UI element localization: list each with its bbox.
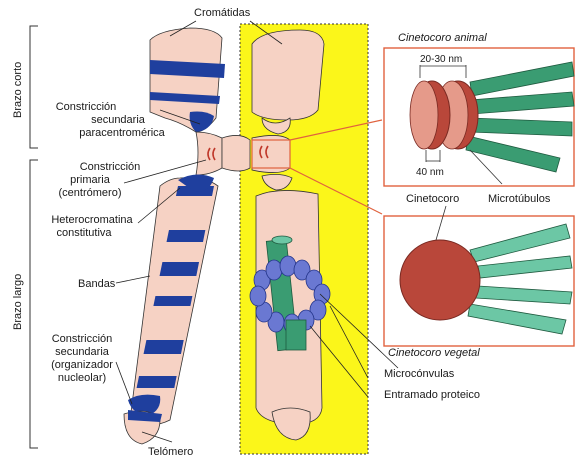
label-bandas: Bandas <box>78 278 116 290</box>
label-microtubulos: Microtúbulos <box>488 193 551 205</box>
label-cromatidas: Cromátidas <box>194 7 251 19</box>
svg-text:secundaria: secundaria <box>55 346 110 358</box>
label-constriccion-secundaria-org: Constricción secundaria (organizador nuc… <box>51 333 113 384</box>
label-brazo-corto: Brazo corto <box>12 62 24 118</box>
inset-animal-kinetochore <box>384 48 574 186</box>
svg-text:constitutiva: constitutiva <box>56 227 112 239</box>
label-20-30-nm: 20-30 nm <box>420 54 462 65</box>
svg-text:(organizador: (organizador <box>51 359 113 371</box>
right-chromatid <box>252 30 324 440</box>
left-chromatid-long-arm <box>120 174 240 444</box>
svg-text:nucleolar): nucleolar) <box>58 372 106 384</box>
label-constriccion-primaria: Constricción primaria (centrómero) <box>59 161 141 199</box>
label-constriccion-secundaria-para: Constricción secundaria paracentromérica <box>56 101 166 139</box>
svg-text:secundaria: secundaria <box>91 114 146 126</box>
svg-text:Constricción: Constricción <box>56 101 117 113</box>
left-centromere <box>196 132 250 175</box>
left-chromatid-short-arm <box>150 28 225 132</box>
svg-text:paracentromérica: paracentromérica <box>79 127 165 139</box>
label-cinetocoro: Cinetocoro <box>406 193 459 205</box>
svg-text:Heterocromatina: Heterocromatina <box>51 214 133 226</box>
label-heterocromatina: Heterocromatina constitutiva <box>51 214 133 239</box>
svg-text:(centrómero): (centrómero) <box>59 187 122 199</box>
inset-kinetochore-microtubules <box>384 206 574 346</box>
arm-brackets <box>30 26 38 448</box>
svg-text:primaria: primaria <box>70 174 111 186</box>
label-microconvulas: Microcónvulas <box>384 368 455 380</box>
label-telomero: Telómero <box>148 446 193 458</box>
label-40-nm: 40 nm <box>416 167 444 178</box>
svg-text:Constricción: Constricción <box>52 333 113 345</box>
svg-text:Constricción: Constricción <box>80 161 141 173</box>
label-cinetocoro-vegetal: Cinetocoro vegetal <box>388 347 480 359</box>
label-cinetocoro-animal: Cinetocoro animal <box>398 32 487 44</box>
label-brazo-largo: Brazo largo <box>12 274 24 330</box>
label-entramado-proteico: Entramado proteico <box>384 389 480 401</box>
